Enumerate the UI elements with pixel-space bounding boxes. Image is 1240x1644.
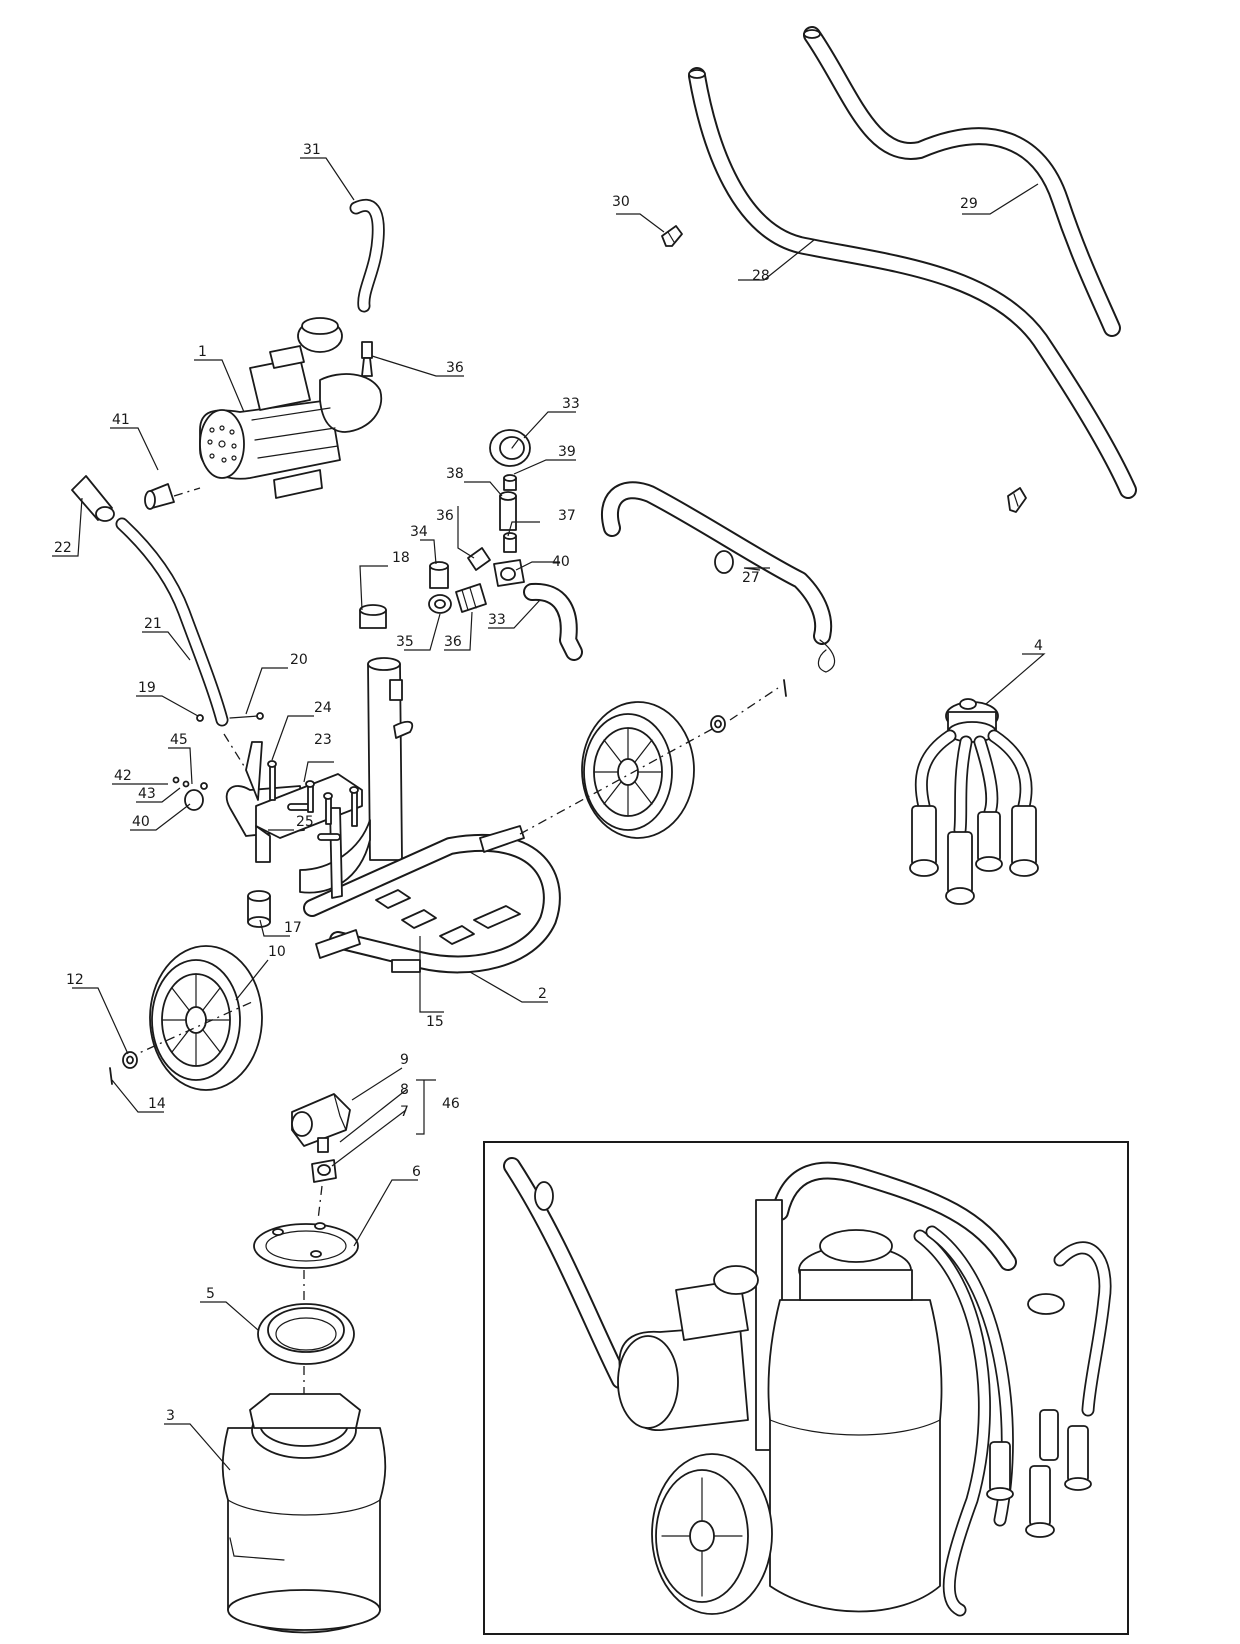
hose-26 — [688, 67, 1137, 499]
pads-15 — [375, 889, 521, 945]
callout-16: 17 — [284, 920, 302, 936]
hose-27 — [803, 26, 1121, 337]
fitting-36-motor — [361, 341, 373, 377]
callout-31: 33 — [562, 396, 580, 412]
callout-7: 7 — [400, 1104, 409, 1120]
callout-41: 41 — [112, 412, 130, 428]
callout-4: 4 — [1034, 638, 1043, 654]
motor-pump-1 — [199, 317, 383, 499]
callout-43: 43 — [138, 786, 156, 802]
pin-right — [783, 679, 787, 697]
callout-2: 2 — [538, 986, 547, 1002]
callout-24: 25 — [296, 814, 314, 830]
hose-29 — [349, 198, 385, 313]
bolts-22-23 — [267, 760, 359, 827]
gasket-5 — [257, 1303, 355, 1365]
callout-3: 3 — [166, 1408, 175, 1424]
callout-42: 42 — [114, 768, 132, 784]
spacer-16 — [247, 890, 271, 928]
callout-15: 15 — [426, 1014, 444, 1030]
pin-14 — [109, 1067, 113, 1085]
callout-17: 18 — [392, 550, 410, 566]
cap-17 — [359, 604, 387, 629]
fitting-38 — [503, 474, 517, 491]
callout-36-right: 37 — [558, 508, 576, 524]
tube-37 — [499, 491, 517, 531]
callout-1: 1 — [198, 344, 207, 360]
handle-bar-20 — [115, 517, 229, 727]
fitting-7 — [311, 1159, 337, 1183]
callout-28: 30 — [612, 194, 630, 210]
fitting-8 — [317, 1137, 329, 1153]
bucket-3 — [221, 1393, 387, 1634]
callout-23: 24 — [314, 700, 332, 716]
callout-10: 10 — [268, 944, 286, 960]
callout-36-left: 36 — [436, 508, 454, 524]
lid-6 — [253, 1222, 359, 1269]
callout-46: 46 — [442, 1096, 460, 1112]
callout-45: 45 — [170, 732, 188, 748]
callout-8: 8 — [400, 1082, 409, 1098]
plug-41 — [144, 483, 175, 510]
gauge-31 — [489, 429, 531, 467]
callout-6: 6 — [412, 1164, 421, 1180]
small-parts-40-45 — [172, 776, 208, 811]
callout-12: 12 — [66, 972, 84, 988]
frame-2 — [225, 657, 561, 974]
callout-37: 38 — [446, 466, 464, 482]
tee-39 — [493, 559, 525, 587]
callout-29: 31 — [303, 142, 321, 158]
callout-21: 22 — [54, 540, 72, 556]
hose-30 — [523, 582, 583, 661]
washer-12 — [122, 1051, 138, 1069]
callout-5: 5 — [206, 1286, 215, 1302]
fitting-36-right — [503, 532, 517, 553]
callout-19: 20 — [290, 652, 308, 668]
hose-25 — [601, 481, 836, 673]
callout-40: 40 — [132, 814, 150, 830]
callout-30: 33 — [488, 612, 506, 628]
clip-28b — [1007, 487, 1027, 513]
callout-35: 36 — [444, 634, 462, 650]
callout-26: 28 — [752, 268, 770, 284]
callout-18: 19 — [138, 680, 156, 696]
callout-9: 9 — [400, 1052, 409, 1068]
pulsator-9 — [291, 1093, 351, 1147]
washer-right — [710, 715, 726, 733]
callout-34: 35 — [396, 634, 414, 650]
clip-28 — [661, 225, 683, 247]
callout-22: 23 — [314, 732, 332, 748]
callout-38: 39 — [558, 444, 576, 460]
callout-36-top: 36 — [446, 360, 464, 376]
handle-grip-21 — [71, 475, 115, 522]
callout-33: 34 — [410, 524, 428, 540]
callout-39: 40 — [552, 554, 570, 570]
assembled-view-inset — [483, 1141, 1129, 1635]
milking-cluster-4 — [909, 698, 1039, 905]
leader-lines — [52, 157, 1046, 1471]
nut-34 — [428, 594, 452, 614]
valve-33 — [429, 561, 449, 589]
wheel-left-10 — [149, 945, 263, 1091]
callout-27: 29 — [960, 196, 978, 212]
callout-14: 14 — [148, 1096, 166, 1112]
callout-25: 27 — [742, 570, 760, 586]
fitting-35 — [455, 583, 487, 613]
pin-18-19 — [196, 712, 264, 722]
fitting-36-left — [467, 547, 491, 571]
callout-20: 21 — [144, 616, 162, 632]
callout-labels: 31 1 41 22 21 19 20 24 23 45 42 43 40 25… — [54, 142, 1043, 1424]
